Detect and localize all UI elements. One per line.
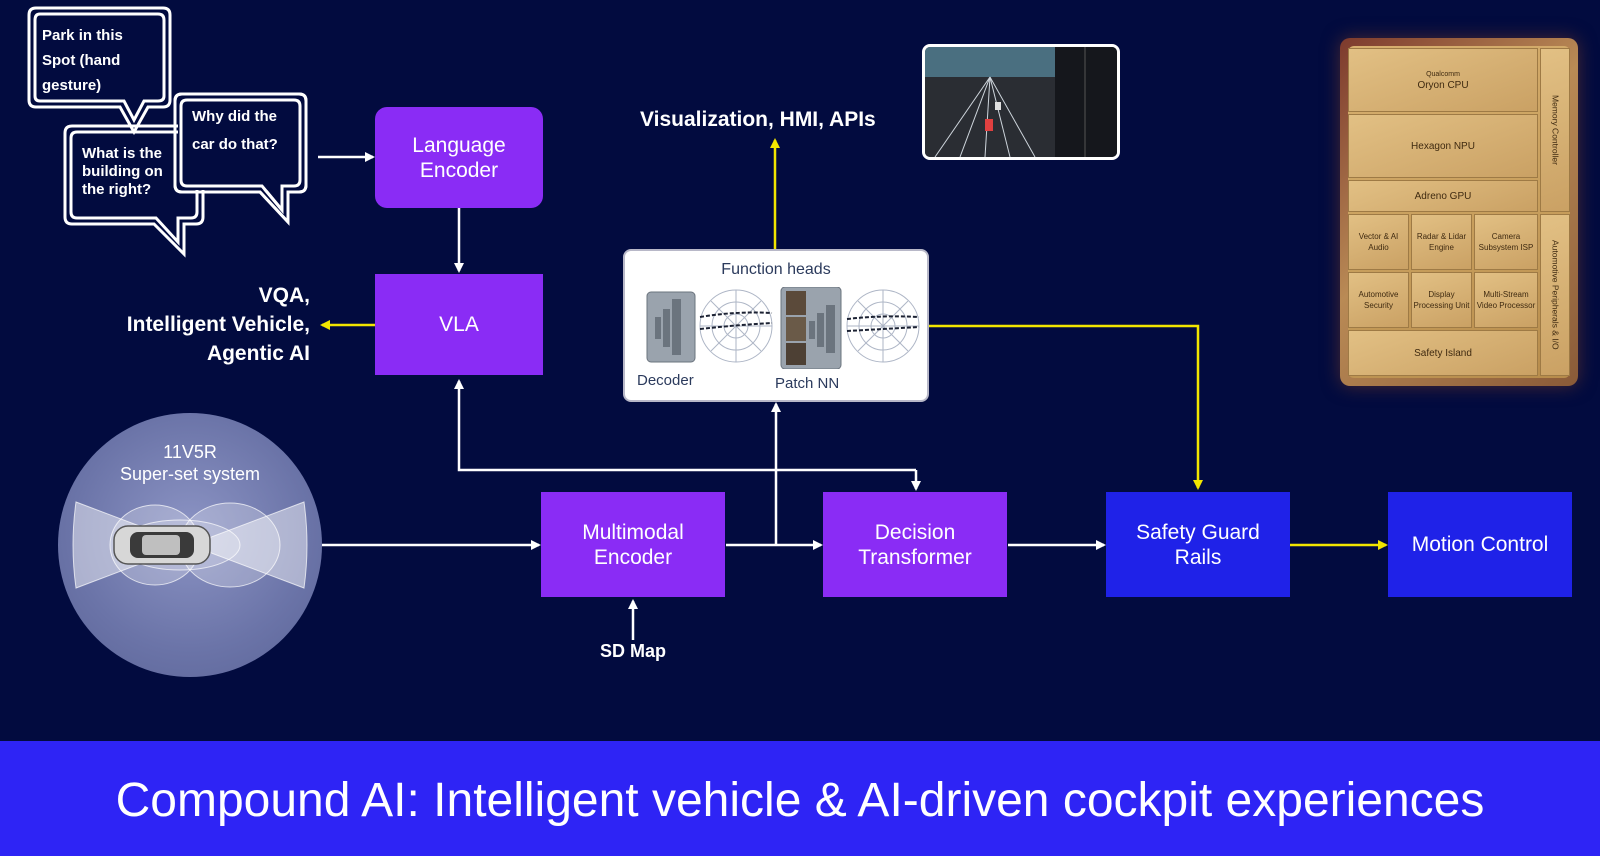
- chip-radar-block: Radar & Lidar Engine: [1411, 214, 1472, 270]
- patch-nn-label: Patch NN: [775, 375, 840, 392]
- chip-radar-label: Radar & Lidar Engine: [1416, 232, 1467, 252]
- arrow-function-heads-to-safety: [916, 324, 1203, 490]
- chip-memory-label: Memory Controller: [1550, 95, 1561, 165]
- speech-bubbles-graphic: [27, 6, 308, 258]
- chip-vector-label: Vector & AI Audio: [1358, 232, 1399, 252]
- chip-camera-label: Camera Subsystem ISP: [1478, 232, 1534, 252]
- chip-display-block: Display Processing Unit: [1411, 272, 1472, 328]
- chip-video-block: Multi-Stream Video Processor: [1474, 272, 1538, 328]
- chip-vector-block: Vector & AI Audio: [1348, 214, 1409, 270]
- chip-display-label: Display Processing Unit: [1413, 290, 1470, 310]
- bubble-why-text: Why did the car do that?: [192, 108, 278, 153]
- motion-control-label: Motion Control: [1411, 533, 1549, 556]
- function-heads-title: Function heads: [721, 261, 831, 278]
- car-sensor-coverage-icon: [72, 501, 308, 589]
- chip-security-block: Automotive Security: [1348, 272, 1409, 328]
- chip-camera-block: Camera Subsystem ISP: [1474, 214, 1538, 270]
- motion-control-block: Motion Control: [1388, 492, 1572, 597]
- safety-guard-rails-label: Safety Guard Rails: [1136, 520, 1260, 569]
- function-heads-panel: Function heads Decoder Patch NN: [623, 249, 929, 402]
- driving-visualization-image: [925, 47, 1117, 157]
- sensor-system-title: 11V5R Super-set system: [119, 442, 261, 484]
- visualization-label: Visualization, HMI, APIs: [640, 108, 876, 131]
- multimodal-encoder-label: Multimodal Encoder: [582, 520, 684, 569]
- banner-title: Compound AI: Intelligent vehicle & AI-dr…: [115, 774, 1485, 827]
- decision-transformer-block: Decision Transformer: [823, 492, 1007, 597]
- title-banner: Compound AI: Intelligent vehicle & AI-dr…: [0, 741, 1600, 856]
- chip-memory-block: Memory Controller: [1540, 48, 1570, 212]
- vla-block: VLA: [375, 274, 543, 375]
- decision-transformer-label: Decision Transformer: [858, 520, 972, 569]
- decoder-label: Decoder: [637, 372, 694, 389]
- vla-label: VLA: [439, 313, 479, 336]
- chip-gpu-block: Adreno GPU: [1348, 180, 1538, 212]
- chip-npu-block: Hexagon NPU: [1348, 114, 1538, 178]
- arrow-decision-to-vla: [454, 379, 916, 472]
- function-heads-graphics: [646, 287, 920, 369]
- vqa-output-label: VQA, Intelligent Vehicle, Agentic AI: [126, 284, 310, 365]
- chip-peripherals-label: Automotive Peripherals & I/O: [1550, 240, 1561, 350]
- sd-map-label: SD Map: [599, 641, 666, 661]
- chip-cpu-brand: Qualcomm: [1426, 71, 1460, 78]
- chip-security-label: Automotive Security: [1358, 290, 1399, 310]
- language-encoder-label: Language Encoder: [412, 133, 506, 182]
- chip-cpu-label: Oryon CPU: [1417, 80, 1469, 91]
- chip-npu-label: Hexagon NPU: [1411, 140, 1475, 152]
- soc-chip: Qualcomm Oryon CPU Hexagon NPU Adreno GP…: [1340, 38, 1578, 386]
- chip-cpu-block: Qualcomm Oryon CPU: [1348, 48, 1538, 112]
- multimodal-encoder-block: Multimodal Encoder: [541, 492, 725, 597]
- safety-guard-rails-block: Safety Guard Rails: [1106, 492, 1290, 597]
- bubble-park-text: Park in this Spot (hand gesture): [42, 27, 123, 94]
- language-encoder-block: Language Encoder: [375, 107, 543, 208]
- chip-safety-block: Safety Island: [1348, 330, 1538, 376]
- chip-gpu-label: Adreno GPU: [1414, 190, 1472, 202]
- visualization-screen: [922, 44, 1120, 160]
- chip-peripherals-block: Automotive Peripherals & I/O: [1540, 214, 1570, 376]
- chip-safety-label: Safety Island: [1414, 347, 1472, 359]
- chip-video-label: Multi-Stream Video Processor: [1476, 290, 1536, 310]
- bubble-building-text: What is the building on the right?: [82, 145, 163, 198]
